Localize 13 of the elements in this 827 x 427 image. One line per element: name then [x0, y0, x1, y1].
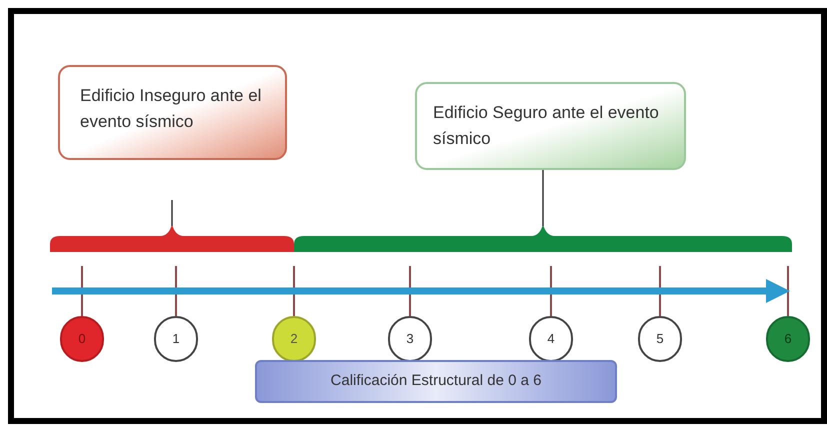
- scale-number: 0: [78, 330, 86, 348]
- scale-number: 4: [547, 330, 555, 348]
- scale-number: 6: [784, 330, 792, 348]
- scale-number: 3: [406, 330, 414, 348]
- scale-number: 2: [290, 330, 298, 348]
- scale-number: 5: [656, 330, 664, 348]
- category-box: [415, 82, 686, 170]
- category-box: [58, 65, 287, 160]
- scale-number: 1: [172, 330, 180, 348]
- box-text: Edificio Inseguro ante el evento sísmico: [80, 86, 262, 131]
- box-text: Calificación Estructural de 0 a 6: [330, 371, 542, 392]
- scale-title-box: [255, 360, 617, 403]
- box-text: Edificio Seguro ante el evento sísmico: [433, 103, 659, 148]
